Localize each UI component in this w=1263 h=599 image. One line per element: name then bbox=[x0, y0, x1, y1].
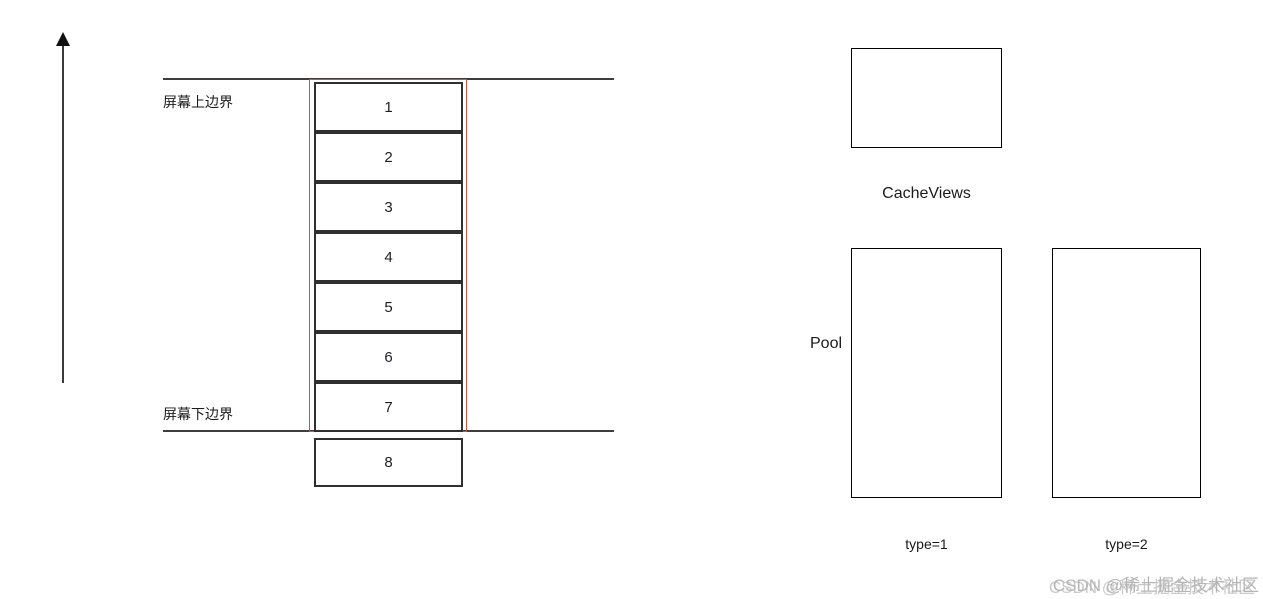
screen-bottom-boundary-label: 屏幕下边界 bbox=[163, 406, 233, 422]
arrow-head-icon bbox=[56, 32, 70, 46]
watermark-text: CSDN @稀土掘金技术社区 bbox=[1052, 576, 1259, 595]
screen-top-boundary-label: 屏幕上边界 bbox=[163, 94, 233, 110]
pool-type2-box bbox=[1052, 248, 1201, 498]
cacheviews-box bbox=[851, 48, 1002, 148]
csdn-watermark: CSDN @稀土掘金技术社区 CSDN @稀土掘金技术社区 bbox=[1049, 571, 1259, 597]
list-item-4: 4 bbox=[314, 232, 463, 282]
pool-type2-label: type=2 bbox=[1105, 536, 1148, 552]
scroll-direction-arrow bbox=[62, 44, 64, 383]
pool-type1-label: type=1 bbox=[905, 536, 948, 552]
pool-label: Pool bbox=[810, 335, 843, 352]
list-item-6: 6 bbox=[314, 332, 463, 382]
pool-type1-box bbox=[851, 248, 1002, 498]
watermark-ghost-text: CSDN @稀土掘金技术社区 bbox=[1048, 578, 1255, 597]
list-item-5: 5 bbox=[314, 282, 463, 332]
list-item-1: 1 bbox=[314, 82, 463, 132]
cacheviews-label: CacheViews bbox=[882, 185, 971, 202]
list-item-8-offscreen: 8 bbox=[314, 438, 463, 487]
list-item-2: 2 bbox=[314, 132, 463, 182]
list-item-3: 3 bbox=[314, 182, 463, 232]
list-item-7: 7 bbox=[314, 382, 463, 432]
